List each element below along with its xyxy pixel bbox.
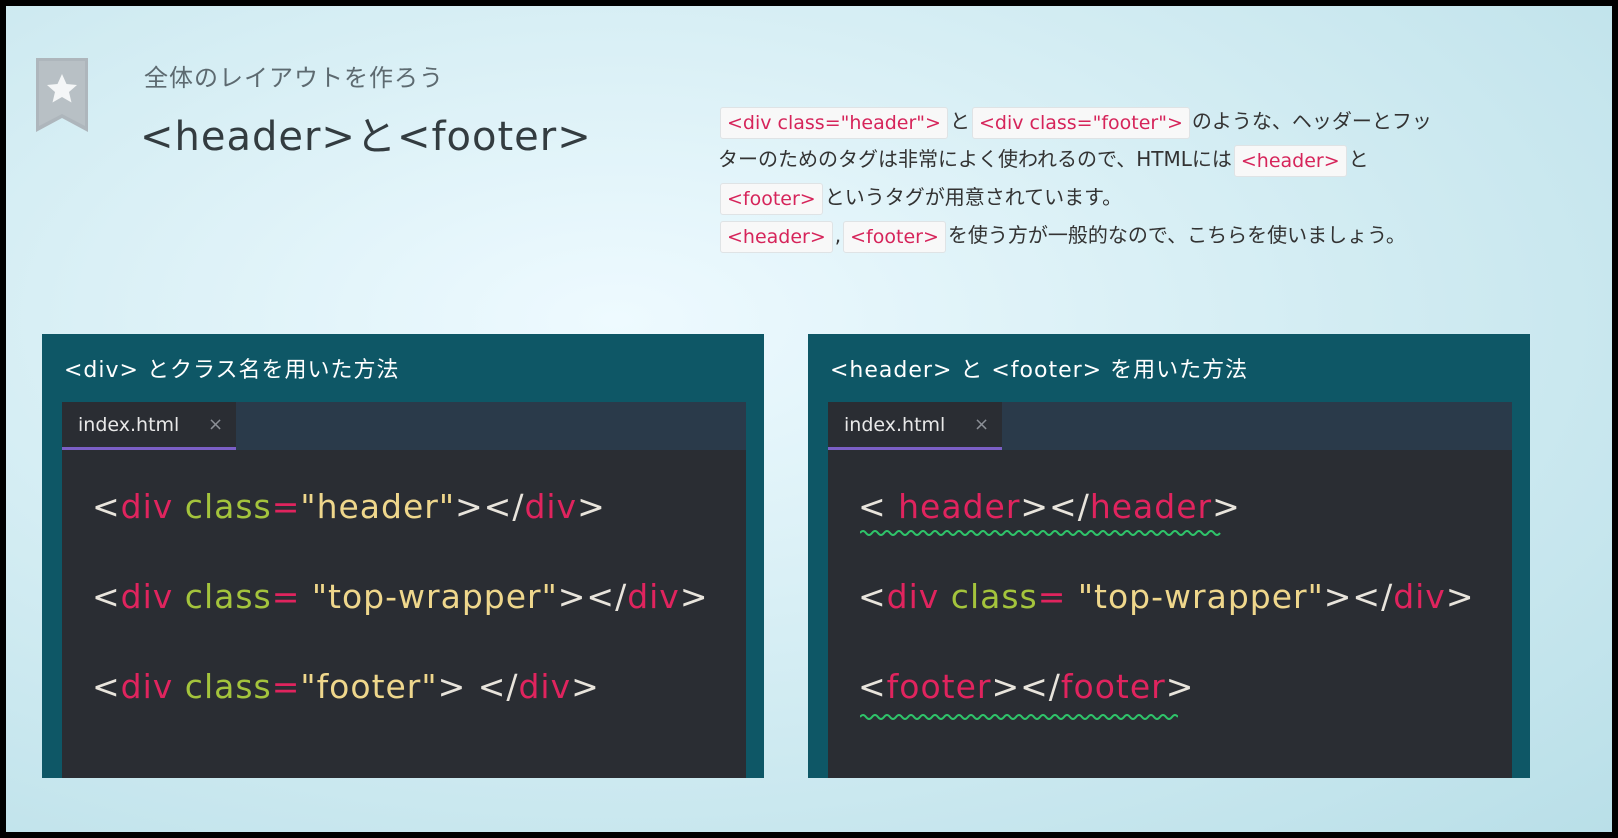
code-line: < header></header>: [858, 487, 1508, 526]
code-tag: div: [524, 487, 578, 526]
description-line: <div class="header">と<div class="footer"…: [718, 102, 1508, 140]
code-tag: div: [120, 667, 174, 706]
panel-title: <header> と <footer> を用いた方法: [830, 358, 1249, 383]
code-punct: >: [679, 577, 709, 616]
editor-tabbar: index.html ×: [62, 402, 746, 450]
inline-code: <footer>: [720, 182, 823, 215]
panel-title: <div> とクラス名を用いた方法: [64, 358, 400, 383]
code-tag: div: [120, 487, 174, 526]
description-line: <header>,<footer>を使う方が一般的なので、こちらを使いましょう。: [718, 216, 1508, 254]
inline-code: <header>: [720, 220, 833, 253]
code-tag: div: [120, 577, 174, 616]
code-line: <footer></footer>: [858, 667, 1508, 706]
description-line: ターのためのタグは非常によく使われるので、HTMLには<header>と: [718, 140, 1508, 178]
code-attr: class: [173, 577, 272, 616]
code-tag: div: [1393, 577, 1446, 616]
code-punct: ></: [455, 487, 525, 526]
code-punct: <: [858, 487, 899, 526]
code-line: <div class= "top-wrapper"></div>: [92, 577, 742, 616]
inline-code: <footer>: [843, 220, 946, 253]
code-eq: =: [271, 487, 301, 526]
description-text: ターのためのタグは非常によく使われるので、HTMLには: [718, 147, 1232, 171]
code-punct: >: [577, 487, 606, 526]
code-punct: <: [92, 577, 121, 616]
code-tag: footer: [1060, 667, 1166, 706]
code-line: <div class= "top-wrapper"></div>: [858, 577, 1508, 616]
code-tag: div: [886, 577, 940, 616]
code-punct: <: [858, 667, 887, 706]
code-punct: >: [1165, 667, 1195, 706]
code-punct: > </: [437, 667, 519, 706]
code-eq: =: [1037, 577, 1078, 616]
code-punct: >: [1445, 577, 1475, 616]
code-string: "footer": [300, 667, 438, 706]
spellcheck-squiggle: [860, 714, 1178, 720]
description-text: と: [949, 109, 970, 133]
spellcheck-squiggle: [860, 530, 1221, 536]
inline-code: <div class="footer">: [971, 106, 1190, 139]
code-punct: ></: [557, 577, 628, 616]
description-line: <footer>というタグが用意されています。: [718, 178, 1508, 216]
star-bookmark-icon: [36, 58, 88, 132]
code-punct: <: [858, 577, 887, 616]
code-string: "top-wrapper": [311, 577, 558, 616]
code-tag: footer: [886, 667, 992, 706]
inline-code: <div class="header">: [720, 106, 948, 139]
editor-tabbar: index.html ×: [828, 402, 1512, 450]
code-tag: header: [1089, 487, 1213, 526]
code-punct: ></: [1323, 577, 1394, 616]
code-string: "top-wrapper": [1077, 577, 1324, 616]
page-title: <header>と<footer>: [140, 114, 592, 160]
description-text: を使う方が一般的なので、こちらを使いましょう。: [947, 223, 1406, 247]
code-punct: ></: [1020, 487, 1090, 526]
code-attr: class: [173, 487, 272, 526]
page-subtitle: 全体のレイアウトを作ろう: [144, 64, 444, 92]
code-punct: >: [571, 667, 600, 706]
code-punct: ></: [991, 667, 1061, 706]
code-eq: =: [271, 577, 312, 616]
code-punct: <: [92, 487, 121, 526]
inline-code: <header>: [1233, 144, 1347, 177]
close-icon[interactable]: ×: [208, 414, 224, 435]
description: <div class="header">と<div class="footer"…: [718, 102, 1508, 254]
code-punct: >: [1212, 487, 1241, 526]
code-editor: index.html × <div class="header"></div> …: [62, 402, 746, 778]
description-text: というタグが用意されています。: [824, 185, 1123, 209]
code-attr: class: [939, 577, 1038, 616]
description-text: のような、ヘッダーとフッ: [1191, 109, 1432, 133]
code-line: <div class="header"></div>: [92, 487, 742, 526]
code-tag: div: [518, 667, 572, 706]
code-punct: <: [92, 667, 121, 706]
code-tag: header: [898, 487, 1021, 526]
code-attr: class: [173, 667, 272, 706]
tab-label: index.html: [844, 414, 946, 436]
code-eq: =: [271, 667, 301, 706]
description-text: と: [1348, 147, 1369, 171]
code-editor: index.html × < header></header> <div cla…: [828, 402, 1512, 778]
tab-label: index.html: [78, 414, 180, 436]
tab-index-html[interactable]: index.html ×: [828, 402, 1002, 450]
tab-index-html[interactable]: index.html ×: [62, 402, 236, 450]
semantic-tags-panel: <header> と <footer> を用いた方法 index.html × …: [808, 334, 1530, 778]
code-line: <div class="footer"> </div>: [92, 667, 742, 706]
close-icon[interactable]: ×: [974, 414, 990, 435]
code-string: "header": [300, 487, 456, 526]
code-tag: div: [627, 577, 680, 616]
div-method-panel: <div> とクラス名を用いた方法 index.html × <div clas…: [42, 334, 764, 778]
description-text: ,: [834, 223, 842, 247]
